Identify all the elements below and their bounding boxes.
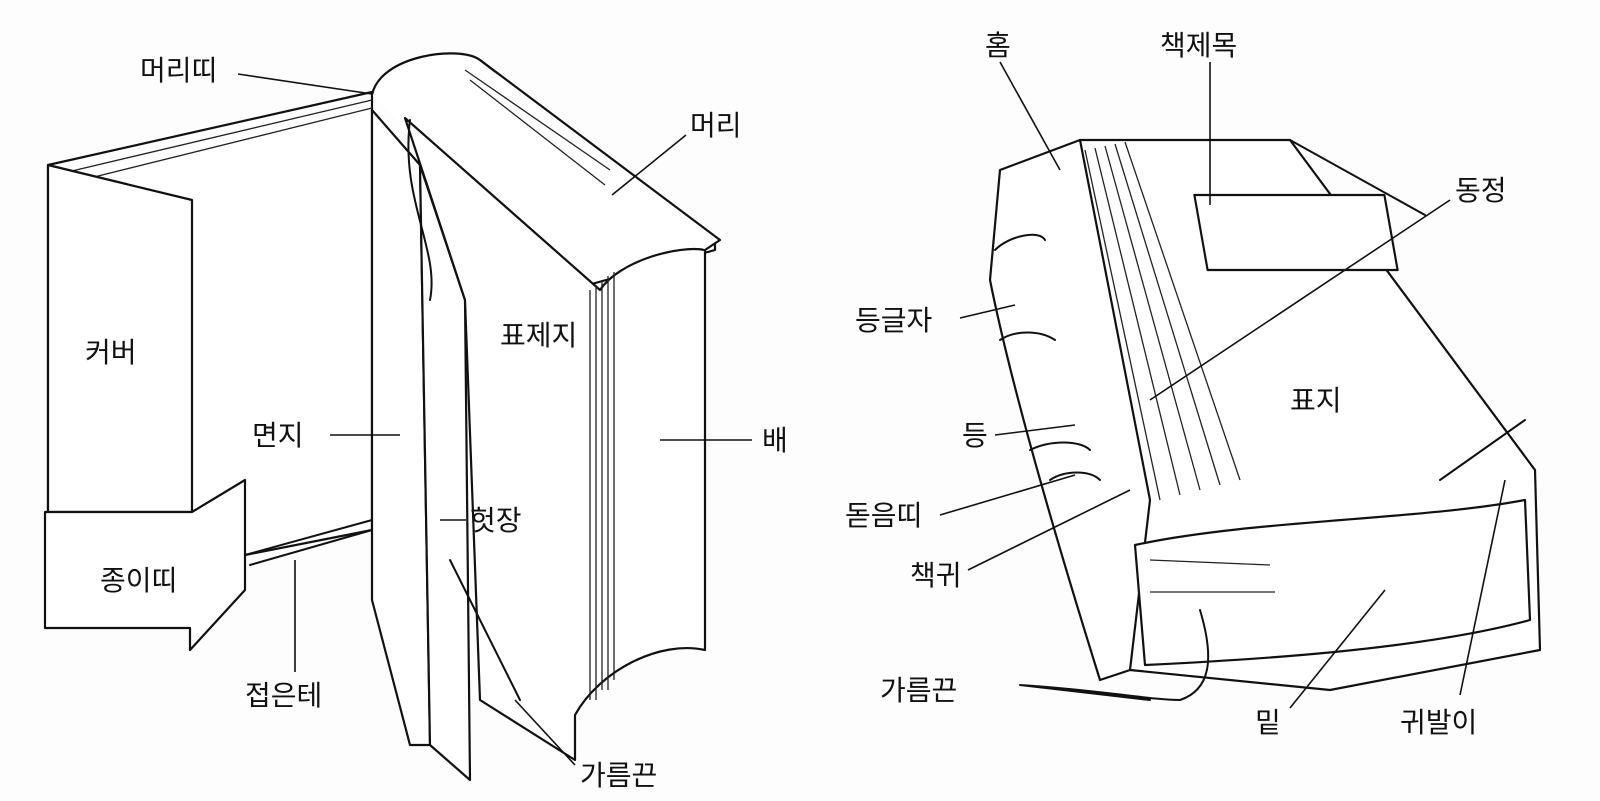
label-bookmark-ribbon-right: 가름끈: [880, 674, 957, 707]
left-book-drawing: [43, 52, 722, 782]
joint-line: [244, 519, 373, 566]
label-corner: 책귀: [910, 559, 962, 592]
title-label: [1193, 193, 1399, 272]
label-tail: 밑: [1255, 706, 1281, 739]
label-square: 귀발이: [1400, 706, 1477, 739]
label-paper-band: 종이띠: [100, 564, 177, 597]
label-headband: 머리띠: [140, 54, 217, 87]
label-head: 머리: [690, 109, 742, 142]
label-book-title: 책제목: [1160, 29, 1237, 62]
label-cover: 커버: [85, 336, 137, 369]
front-board: [478, 58, 722, 252]
ribbon-left: [407, 119, 521, 701]
label-bookmark-ribbon-left: 가름끈: [580, 759, 657, 792]
right-book-drawing: [988, 138, 1542, 702]
label-joint: 접은테: [245, 679, 322, 712]
label-fore-edge: 배: [762, 424, 788, 457]
ribbon-right: [1019, 609, 1210, 702]
tail-edge: [1133, 498, 1532, 667]
endpaper-leaf: [370, 108, 432, 747]
spine-hatching: [1084, 141, 1241, 501]
paper-band: [43, 478, 247, 652]
label-groove: 홈: [985, 29, 1011, 62]
page-lines: [464, 69, 615, 700]
label-spine-lettering: 등글자: [855, 304, 932, 337]
raised-bands: [994, 233, 1101, 481]
label-spine: 등: [962, 419, 988, 452]
label-spine-edge: 동정: [1455, 174, 1507, 207]
spine: [988, 138, 1152, 682]
label-blank-leaf: 헛장: [470, 504, 522, 537]
label-title-page: 표제지: [500, 319, 577, 352]
text-block: [403, 116, 707, 762]
leader-lines: [237, 61, 1506, 766]
label-endpaper: 면지: [252, 419, 304, 452]
label-raised-band: 돋음띠: [845, 499, 922, 532]
cover-diagonal: [1289, 139, 1526, 481]
label-cover-right: 표지: [1290, 384, 1342, 417]
